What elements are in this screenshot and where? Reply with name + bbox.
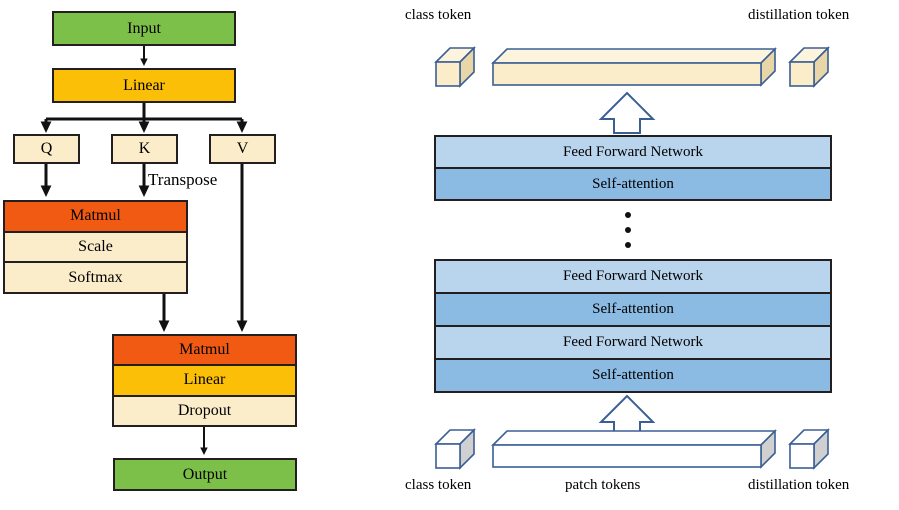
bottom-patch-tokens-bar [491, 429, 777, 469]
left-linear-box[interactable]: Linear [52, 68, 236, 103]
output-stack-label-dropout: Dropout [177, 401, 232, 419]
bottom-class-token-cube [434, 428, 476, 470]
output-stack-label-linear: Linear [183, 371, 226, 389]
transformer-bottom-label-self-attention-2: Self-attention [592, 301, 674, 317]
transformer-bottom-label-ffn-1: Feed Forward Network [563, 334, 703, 350]
left-output-box[interactable]: Output [113, 458, 297, 491]
projection-label-v: V [236, 140, 249, 157]
left-output-label: Output [182, 465, 228, 483]
ellipsis-dot [625, 242, 631, 248]
left-input-box[interactable]: Input [52, 11, 236, 46]
projection-box-q[interactable]: Q [13, 134, 80, 164]
transformer-top-label-ffn: Feed Forward Network [563, 143, 703, 160]
left-input-label: Input [127, 19, 161, 37]
attention-stack-row-matmul[interactable]: Matmul [5, 202, 186, 231]
output-stack-label-matmul: Matmul [179, 341, 230, 359]
transformer-bottom-row-self-attention-1[interactable]: Self-attention [436, 358, 830, 391]
ellipsis-dot [625, 227, 631, 233]
transformer-bottom-label-ffn-2: Feed Forward Network [563, 268, 703, 284]
projection-label-q: Q [40, 140, 53, 157]
projection-box-v[interactable]: V [209, 134, 276, 164]
top-distillation-token-label: distillation token [748, 7, 850, 23]
attention-stack-row-scale[interactable]: Scale [5, 230, 186, 262]
attention-stack: Matmul Scale Softmax [3, 200, 188, 294]
vertical-ellipsis-icon [624, 212, 632, 248]
transformer-top-row-self-attention[interactable]: Self-attention [436, 167, 830, 199]
output-stack-row-matmul[interactable]: Matmul [114, 336, 295, 365]
upward-arrow-lower [598, 394, 656, 437]
attention-stack-row-softmax[interactable]: Softmax [5, 261, 186, 293]
attention-stack-label-matmul: Matmul [70, 207, 121, 225]
transformer-block-bottom: Feed Forward Network Self-attention Feed… [434, 259, 832, 393]
transformer-bottom-row-self-attention-2[interactable]: Self-attention [436, 292, 830, 325]
top-class-token-label: class token [405, 7, 472, 23]
bottom-distillation-token-label: distillation token [748, 477, 850, 493]
output-stack-row-dropout[interactable]: Dropout [114, 394, 295, 425]
ellipsis-dot [625, 212, 631, 218]
output-stack: Matmul Linear Dropout [112, 334, 297, 427]
projection-label-k: K [138, 140, 151, 157]
attention-stack-label-softmax: Softmax [68, 268, 123, 286]
projection-box-k[interactable]: K [111, 134, 178, 164]
transformer-top-label-self-attention: Self-attention [592, 175, 674, 192]
top-patch-tokens-bar [491, 47, 777, 87]
bottom-patch-tokens-label: patch tokens [565, 477, 641, 493]
bottom-distillation-token-cube [788, 428, 830, 470]
output-stack-row-linear[interactable]: Linear [114, 364, 295, 395]
top-distillation-token-cube [788, 46, 830, 88]
upward-arrow-upper [598, 91, 656, 134]
transformer-bottom-row-ffn-2[interactable]: Feed Forward Network [436, 261, 830, 292]
transformer-bottom-row-ffn-1[interactable]: Feed Forward Network [436, 325, 830, 358]
transformer-bottom-label-self-attention-1: Self-attention [592, 367, 674, 383]
transformer-block-top: Feed Forward Network Self-attention [434, 135, 832, 201]
top-class-token-cube [434, 46, 476, 88]
bottom-class-token-label: class token [405, 477, 472, 493]
transpose-label: Transpose [148, 170, 218, 189]
attention-stack-label-scale: Scale [78, 238, 113, 255]
transformer-top-row-ffn[interactable]: Feed Forward Network [436, 137, 830, 167]
left-linear-label: Linear [123, 76, 165, 94]
